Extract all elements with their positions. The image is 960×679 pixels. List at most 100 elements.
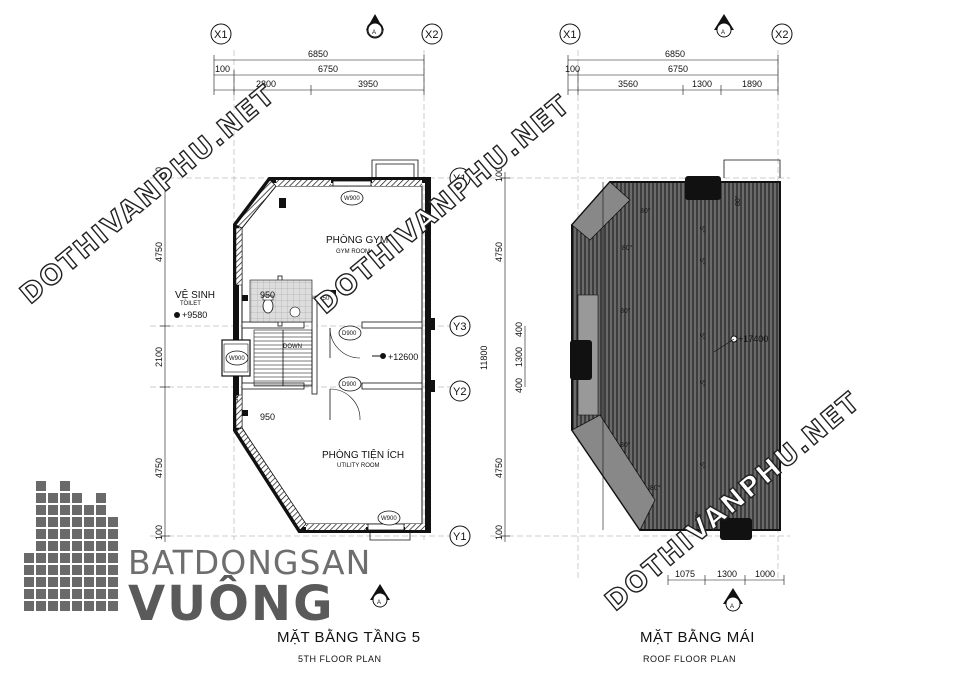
dim-total: 6850 xyxy=(308,49,328,59)
grid-bubble-y3-left: Y3 xyxy=(449,315,471,337)
room-toilet-sub: TOILET xyxy=(180,301,201,307)
plan-title-roof: MẶT BẰNG MÁI xyxy=(640,628,755,646)
level-marker-2: +12600 xyxy=(372,352,418,362)
toilet-dim-950: 950 xyxy=(260,290,275,300)
grid-y1-left-label: Y1 xyxy=(453,531,466,543)
angle-3: 80° xyxy=(622,244,633,252)
roof-dim-left-5: 400 xyxy=(514,378,524,393)
roof-dim-seg-2: 1300 xyxy=(692,79,712,89)
door-d900-lower-label: D900 xyxy=(342,382,357,388)
slope-1: 5° xyxy=(698,258,706,265)
roof-section-label-bottom: A xyxy=(730,604,734,610)
columns xyxy=(242,198,435,416)
roof-angle-labels: 80° 80° 80° 80° 80° 80° 80° 5° 5° 5° 5° … xyxy=(620,195,742,522)
room-toilet-name: VỆ SINH xyxy=(175,288,215,301)
roof-dim-left-4: 1300 xyxy=(514,347,524,367)
dim-left-1: 100 xyxy=(154,167,164,182)
angle-6: 80° xyxy=(650,484,661,492)
window-label-top: W900 xyxy=(344,196,360,202)
slope-4: 5° xyxy=(698,462,706,469)
dim-edge: 100 xyxy=(215,64,230,74)
room-utility-name: PHÒNG TIỆN ÍCH xyxy=(322,448,404,461)
stair-dim-350: 350 xyxy=(234,391,240,402)
window-w900-bottom: W900 xyxy=(367,510,405,531)
window-label-bottom: W900 xyxy=(381,516,397,522)
room-utility-sub: UTILITY ROOM xyxy=(337,463,380,469)
slope-3: 5° xyxy=(698,380,706,387)
roof-dim-edge: 100 xyxy=(565,64,580,74)
door-d900-lower: D900 xyxy=(329,376,362,421)
door-d900-upper: D900 xyxy=(329,325,362,359)
roof-total-height: 11800 xyxy=(479,346,489,370)
grid-bubble-y1-left: Y1 xyxy=(449,525,471,547)
plan-subtitle-5: 5TH FLOOR PLAN xyxy=(298,654,382,664)
dim-seg-1: 2800 xyxy=(256,79,276,89)
roof-bottom-dim-2: 1300 xyxy=(717,569,737,579)
balcony-bottom xyxy=(369,530,411,541)
section-marker-top: A xyxy=(366,14,384,39)
angle-2: 80° xyxy=(734,195,742,206)
balcony-top xyxy=(371,159,419,178)
roof-left-dimensions xyxy=(500,172,526,542)
floor-plan-5: X1 X2 A 6850 100 6750 2800 3950 xyxy=(150,14,471,664)
roof-top-dimensions xyxy=(567,55,779,95)
roof-section-label: A xyxy=(721,30,725,36)
level-2-text: +12600 xyxy=(388,352,418,362)
angle-5: 80° xyxy=(620,441,631,449)
angle-1: 80° xyxy=(640,207,651,215)
logo-text-bottom: VUÔNG xyxy=(128,575,335,632)
roof-level-text: +17400 xyxy=(738,334,768,344)
grid-y4-left-label: Y1 xyxy=(453,173,466,185)
toilet-area: D750 950 350 xyxy=(234,279,336,330)
roof-level-marker: +17400 xyxy=(713,334,768,353)
level-marker-1: +9580 xyxy=(174,310,207,320)
section-label: A xyxy=(372,30,376,36)
roof-dim-seg-3: 1890 xyxy=(742,79,762,89)
roof-bottom-dim-3: 1000 xyxy=(755,569,775,579)
grid-y2-left-label: Y2 xyxy=(453,386,466,398)
section-label-bottom: A xyxy=(377,600,381,606)
dim-left-4: 4750 xyxy=(154,458,164,478)
dim-left-3: 2100 xyxy=(154,347,164,367)
window-label-left: W900 xyxy=(229,356,245,362)
slope-5: 5° xyxy=(698,226,706,233)
section-marker-bottom: A xyxy=(370,584,390,608)
plan-subtitle-roof: ROOF FLOOR PLAN xyxy=(643,654,736,664)
roof-section-marker-bottom: A xyxy=(723,588,743,612)
level-1-text: +9580 xyxy=(182,310,207,320)
plan-title-5: MẶT BẰNG TẦNG 5 xyxy=(277,628,421,646)
window-w900-top: W900 xyxy=(332,180,372,206)
room-gym-name: PHÒNG GYM xyxy=(326,233,388,246)
top-dimensions xyxy=(213,55,425,95)
dim-left-5: 100 xyxy=(154,525,164,540)
roof-dim-left-7: 100 xyxy=(494,525,504,540)
stair: W900 DOWN xyxy=(221,329,313,387)
roof-grid-bubble-x1: X1 xyxy=(559,23,581,45)
roof-grid-x1-label: X1 xyxy=(563,29,576,41)
grid-x1-label: X1 xyxy=(214,29,227,41)
roof-parapet xyxy=(723,159,781,178)
grid-bubble-y4-left: Y1 xyxy=(449,167,471,189)
dim-seg-2: 3950 xyxy=(358,79,378,89)
roof-dim-total: 6850 xyxy=(665,49,685,59)
room-gym-sub: GYM ROOM xyxy=(336,249,370,255)
roof-dim-left-6: 4750 xyxy=(494,458,504,478)
roof-plan: X1 X2 A 6850 100 6750 3560 1300 1890 xyxy=(479,14,793,664)
dim-inner: 6750 xyxy=(318,64,338,74)
toilet-dim-350: 350 xyxy=(234,319,240,330)
logo-text-top: BATDONGSAN xyxy=(128,543,371,582)
angle-7: 80° xyxy=(694,511,702,522)
roof-vents xyxy=(570,176,752,540)
slope-2: 5° xyxy=(698,333,706,340)
grid-bubble-y2-left: Y2 xyxy=(449,380,471,402)
grid-y3-left-label: Y3 xyxy=(453,321,466,333)
logo: BATDONGSAN VUÔNG xyxy=(24,481,371,632)
roof-bottom-dimensions xyxy=(667,575,785,585)
logo-bars-icon xyxy=(24,481,118,611)
grid-bubble-x1: X1 xyxy=(210,23,232,45)
roof-dim-left-1: 100 xyxy=(494,167,504,182)
roof-dim-inner: 6750 xyxy=(668,64,688,74)
angle-4: 80° xyxy=(620,307,631,315)
roof-dim-seg-1: 3560 xyxy=(618,79,638,89)
